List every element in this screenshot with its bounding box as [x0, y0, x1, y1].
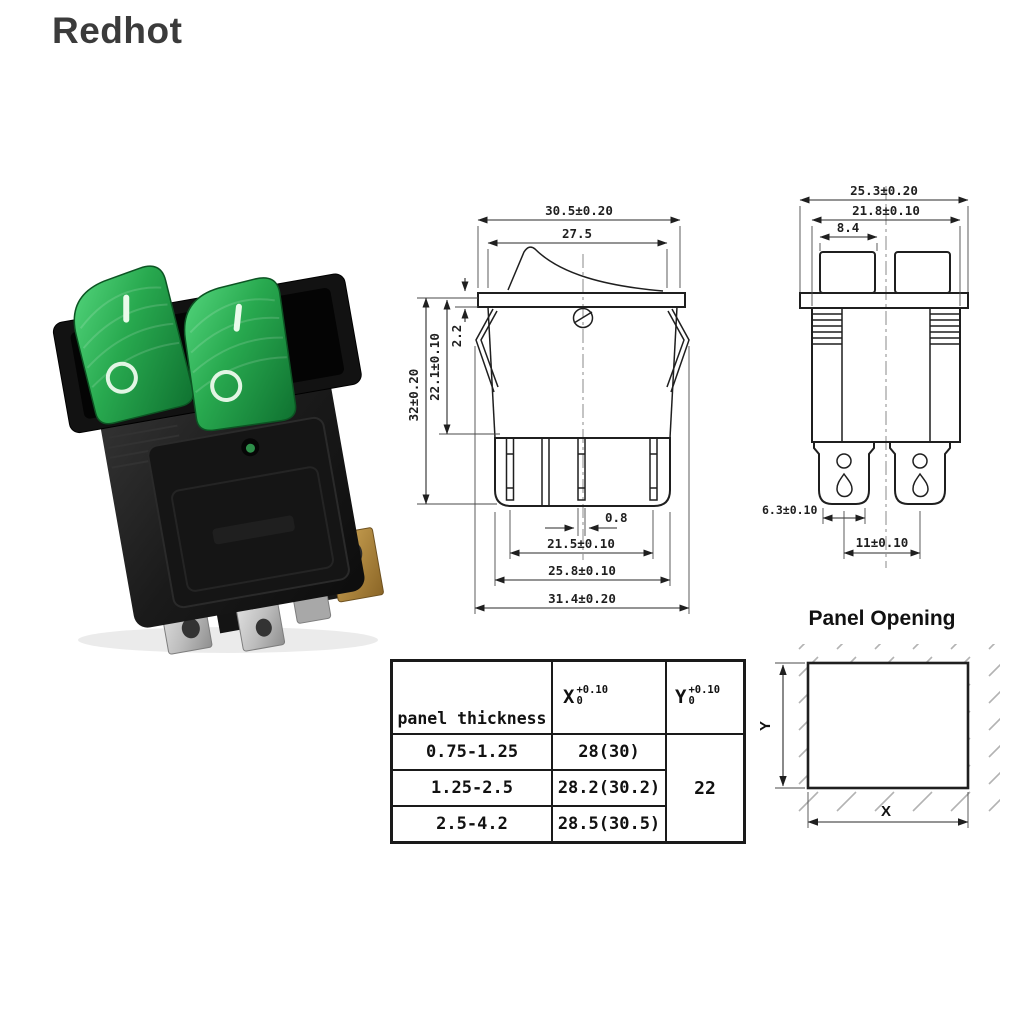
front-view-drawing: 30.5±0.20 27.5 2.2 22.1±0.10 32±0.20 0.8 — [406, 203, 690, 614]
dim-side-rocker-width: 8.4 — [837, 220, 860, 235]
panel-opening-diagram: Panel Opening Y X — [758, 607, 1000, 828]
dim-front-pin-span: 21.5±0.10 — [547, 536, 615, 551]
thickness-cell: 1.25-2.5 — [390, 769, 553, 807]
spec-table-row: 1.25-2.5 28.2(30.2) — [390, 769, 745, 807]
x-cell: 28(30) — [551, 733, 667, 771]
embossed-logo — [212, 515, 295, 545]
panel-y-label: Y — [758, 721, 774, 731]
rocker-right[interactable] — [178, 276, 297, 433]
side-view-dimensions: 25.3±0.20 21.8±0.10 8.4 6.3±0.10 11±0.10 — [762, 183, 969, 559]
dim-front-total-height: 32±0.20 — [406, 369, 421, 422]
side-view-terminal-right — [889, 442, 951, 505]
x-cell: 28.2(30.2) — [551, 769, 667, 807]
panel-cutout-rect — [806, 661, 970, 790]
rocker-left[interactable] — [64, 263, 196, 427]
spec-header-panel-thickness: panel thickness — [390, 659, 553, 735]
x-cell: 28.5(30.5) — [551, 805, 667, 844]
panel-opening-title: Panel Opening — [808, 607, 955, 630]
spec-table-row: 2.5-4.2 28.5(30.5) — [390, 805, 745, 844]
rocker-right-off-mark — [210, 369, 243, 402]
brand-watermark: Redhot — [52, 10, 183, 51]
switch-assembly — [52, 263, 384, 655]
rocker-right-on-mark — [233, 303, 242, 332]
dim-side-terminal-pitch: 11±0.10 — [856, 535, 909, 550]
thickness-cell: 2.5-4.2 — [390, 805, 553, 844]
dim-front-flange-thickness: 2.2 — [449, 325, 464, 348]
y-value-cell: 22 — [665, 733, 746, 844]
dim-front-max-width: 31.4±0.20 — [548, 591, 616, 606]
panel-opening-dimensions: Y X — [758, 662, 969, 828]
spec-table-row: 0.75-1.25 28(30) 22 — [390, 733, 746, 844]
front-view-pins — [505, 437, 658, 501]
dim-front-body-height: 22.1±0.10 — [427, 333, 442, 401]
side-view-drawing: 25.3±0.20 21.8±0.10 8.4 6.3±0.10 11±0.10 — [762, 183, 969, 568]
side-view-terminal-left — [813, 442, 875, 505]
panel-x-label: X — [881, 803, 891, 820]
front-view-part — [475, 246, 690, 507]
dim-side-width-inner: 21.8±0.10 — [852, 203, 920, 218]
dim-side-width-outer: 25.3±0.20 — [850, 183, 918, 198]
dim-front-pin-thickness: 0.8 — [605, 510, 628, 525]
front-view-dimensions: 30.5±0.20 27.5 2.2 22.1±0.10 32±0.20 0.8 — [406, 203, 690, 614]
rocker-left-on-mark — [123, 294, 130, 323]
product-photo — [52, 263, 384, 655]
side-view-part — [799, 251, 969, 505]
rocker-left-off-mark — [105, 361, 138, 394]
indicator-hole — [241, 438, 260, 457]
photo-shadow — [78, 627, 378, 653]
thickness-cell: 0.75-1.25 — [390, 733, 553, 771]
switch-body — [99, 368, 365, 628]
dim-side-terminal-width: 6.3±0.10 — [762, 503, 817, 517]
dim-front-width-outer: 30.5±0.20 — [545, 203, 613, 218]
dim-front-width-inner: 27.5 — [562, 226, 592, 241]
dim-front-lower-body-width: 25.8±0.10 — [548, 563, 616, 578]
